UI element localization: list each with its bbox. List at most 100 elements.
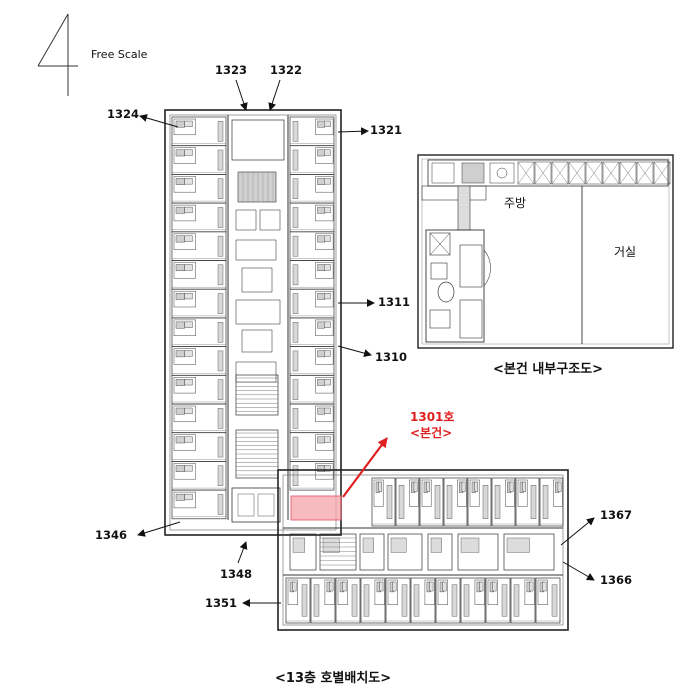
left-unit-column (171, 116, 227, 520)
unit-cell (171, 403, 227, 434)
counter-cell-line (602, 161, 620, 185)
core-fixture (390, 537, 407, 553)
sink-bowl (496, 167, 508, 179)
unit-label-1321: 1321 (370, 123, 402, 137)
counter-cell-line (568, 161, 586, 185)
unit-cell (289, 346, 335, 376)
bottom-wing-top-row (371, 477, 564, 527)
unit-1348-detail (237, 493, 255, 517)
callout-line-1348 (237, 541, 248, 564)
unit-cell (310, 577, 336, 624)
core-room (235, 299, 281, 325)
core-fixture (430, 537, 443, 553)
unit-cell (460, 577, 486, 624)
unit-cell (289, 461, 335, 491)
unit-cell (171, 202, 227, 233)
north-arrow-icon (37, 13, 78, 96)
unit-cell (171, 174, 227, 204)
callout-line-1310 (337, 345, 372, 358)
unit-cell (371, 477, 396, 527)
core-fixture (506, 537, 530, 553)
unit-1348-detail (257, 493, 275, 517)
core-room (457, 533, 499, 571)
counter-cell-line (551, 161, 569, 185)
unit-1348-box (231, 487, 281, 523)
unit-label-1311: 1311 (378, 295, 410, 309)
callout-line-1322 (268, 79, 281, 111)
unit-label-1323: 1323 (215, 63, 247, 77)
unit-cell (171, 432, 227, 462)
core-room (241, 329, 273, 353)
callout-line-1324 (139, 114, 179, 128)
sink (489, 162, 515, 184)
unit-cell (335, 577, 361, 624)
kitchen-counter (431, 161, 671, 185)
highlight-arrow (342, 437, 388, 498)
unit-cell (171, 346, 227, 376)
unit-cell (171, 374, 227, 405)
unit-label-1351: 1351 (205, 596, 237, 610)
counter-cell-line (636, 161, 654, 185)
counter-cell-line (517, 161, 535, 185)
unit-cell (289, 202, 335, 233)
counter-cell (602, 161, 620, 185)
unit-cell (289, 116, 335, 147)
stair-upper (235, 374, 279, 416)
counter-cell (517, 161, 535, 185)
counter-cell (636, 161, 654, 185)
counter-cell-line (585, 161, 603, 185)
unit-cell (289, 145, 335, 175)
core-fixture (322, 537, 340, 553)
unit-cell (289, 432, 335, 462)
core-room (503, 533, 555, 571)
unit-cell (535, 577, 561, 624)
counter-cell (551, 161, 569, 185)
unit-cell (171, 260, 227, 290)
inset-caption: <본건 내부구조도> (493, 361, 603, 377)
unit-cell (289, 403, 335, 434)
elevator-lobby (231, 119, 285, 161)
unit-cell (289, 288, 335, 319)
unit-1301-highlight (290, 495, 342, 521)
unit-cell (289, 231, 335, 261)
unit-cell (410, 577, 436, 624)
core-room (259, 209, 281, 231)
unit-cell (435, 577, 461, 624)
counter-cell-line (653, 161, 671, 185)
counter-cell (534, 161, 552, 185)
stove (431, 162, 455, 184)
highlight-subject-label: <본건> (410, 425, 452, 440)
unit-cell (467, 477, 492, 527)
unit-label-1310: 1310 (375, 350, 407, 364)
unit-cell (443, 477, 468, 527)
unit-cell (289, 374, 335, 405)
core-hatch (237, 171, 277, 203)
callout-line-1367 (560, 517, 595, 546)
unit-cell (419, 477, 444, 527)
core-room (289, 533, 317, 571)
unit-cell (171, 317, 227, 347)
bottom-wing-bottom-row (285, 577, 561, 624)
counter-cell (619, 161, 637, 185)
core-room (427, 533, 453, 571)
unit-cell (171, 145, 227, 175)
unit-label-1322: 1322 (270, 63, 302, 77)
callout-line-1321 (337, 127, 369, 136)
unit-cell (539, 477, 564, 527)
counter-cell (568, 161, 586, 185)
core-room (235, 361, 277, 383)
core-fixture (362, 537, 375, 553)
bottom-wing-core-row (289, 533, 555, 571)
core-room (241, 267, 273, 293)
kitchen-label: 주방 (504, 196, 526, 210)
core-room (359, 533, 385, 571)
unit-callouts: 1323 1322 1324 1321 1311 1310 1346 1348 … (95, 63, 632, 610)
living-room-label: 거실 (614, 245, 636, 259)
unit-cell (285, 577, 311, 624)
unit-cell (289, 174, 335, 204)
unit-label-1367: 1367 (600, 508, 632, 522)
callout-line-1323 (235, 79, 248, 111)
unit-cell (171, 288, 227, 319)
appliance (461, 162, 485, 184)
